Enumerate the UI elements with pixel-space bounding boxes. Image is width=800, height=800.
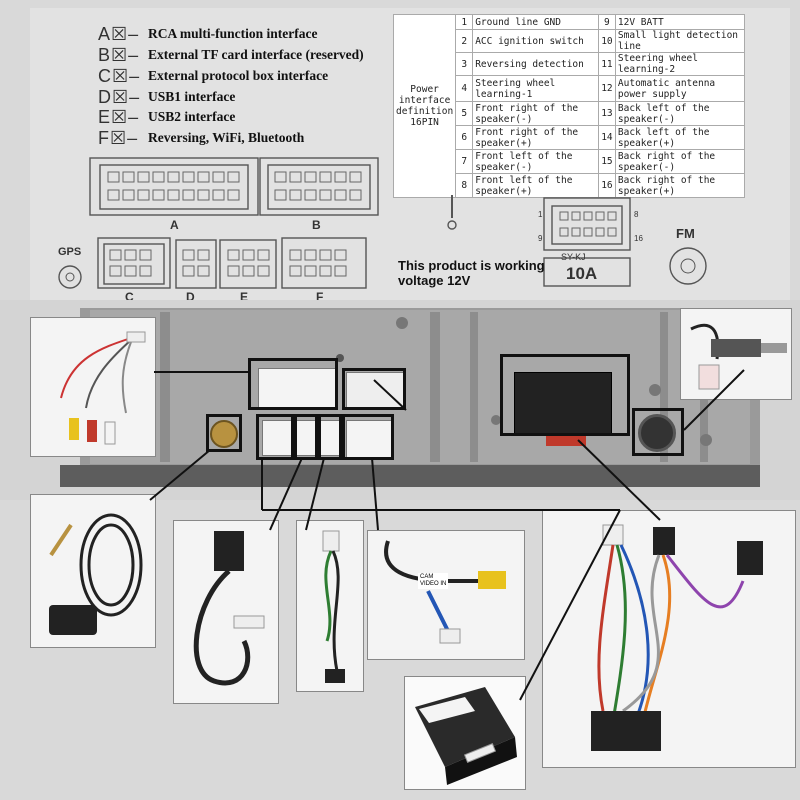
connector-b-label: B bbox=[312, 218, 321, 232]
pin-1-label: 1 bbox=[538, 210, 543, 219]
port-f bbox=[346, 420, 394, 458]
connector-a-outline bbox=[89, 157, 259, 216]
photo-protocol-box bbox=[404, 676, 526, 790]
marker-box-a bbox=[248, 358, 338, 410]
marker-box-fm bbox=[632, 408, 684, 456]
marker-box-b bbox=[342, 368, 406, 410]
legend-item-a: A☒– RCA multi-function interface bbox=[98, 23, 318, 44]
legend-item-b: B☒– External TF card interface (reserved… bbox=[98, 44, 364, 65]
marker-box-gps bbox=[206, 414, 242, 452]
fuse bbox=[546, 436, 586, 446]
marker-box-d bbox=[294, 414, 318, 460]
box-x-icon: ☒– bbox=[111, 23, 140, 44]
connector-c-outline bbox=[97, 237, 171, 289]
legend-item-d: D☒– USB1 interface bbox=[98, 86, 236, 107]
box-x-icon: ☒– bbox=[110, 127, 139, 148]
connector-a-label: A bbox=[170, 218, 179, 232]
legend-text: External TF card interface (reserved) bbox=[148, 47, 364, 62]
box-x-icon: ☒– bbox=[112, 86, 141, 107]
legend-text: USB2 interface bbox=[148, 109, 236, 124]
connector-f-label: F bbox=[316, 290, 324, 304]
box-x-icon: ☒– bbox=[112, 65, 141, 86]
photo-usb-cable bbox=[296, 520, 364, 692]
pin-8-label: 8 bbox=[634, 210, 639, 219]
power-connector-outline bbox=[543, 197, 631, 251]
legend-item-f: F☒– Reversing, WiFi, Bluetooth bbox=[98, 127, 305, 148]
box-x-icon: ☒– bbox=[111, 106, 140, 127]
connector-f-outline bbox=[281, 237, 367, 289]
power-connector-rating: 10A bbox=[566, 264, 598, 283]
legend-item-c: C☒– External protocol box interface bbox=[98, 65, 329, 86]
gps-port bbox=[210, 420, 238, 448]
gps-label: GPS bbox=[58, 246, 82, 258]
photo-power-harness bbox=[542, 510, 796, 768]
connector-d-outline bbox=[175, 239, 217, 289]
fm-port-outline bbox=[669, 247, 707, 285]
marker-box-e bbox=[318, 414, 342, 460]
marker-box-power bbox=[500, 354, 630, 436]
legend-item-e: E☒– USB2 interface bbox=[98, 106, 236, 127]
photo-gps-antenna bbox=[30, 494, 156, 648]
connector-c-label: C bbox=[125, 290, 134, 304]
legend-text: USB1 interface bbox=[148, 89, 236, 104]
power-port bbox=[514, 372, 612, 434]
marker-box-f bbox=[342, 414, 394, 460]
legend-text: RCA multi-function interface bbox=[148, 26, 318, 41]
box-x-icon: ☒– bbox=[111, 44, 140, 65]
fm-label: FM bbox=[676, 226, 695, 241]
photo-camera-cable: CAM VIDEO IN bbox=[367, 530, 525, 660]
camera-cable-tag: CAM VIDEO IN bbox=[418, 573, 449, 589]
connector-e-label: E bbox=[240, 290, 249, 304]
marker-box-c bbox=[256, 414, 294, 460]
photo-rca-cable bbox=[30, 317, 156, 457]
connector-d-label: D bbox=[186, 290, 195, 304]
power-table-title: Power interface definition 16PIN bbox=[392, 14, 457, 198]
pin-9-label: 9 bbox=[538, 234, 543, 243]
pin-16-label: 16 bbox=[634, 234, 643, 243]
power-connector-model: SY-KJ bbox=[561, 252, 586, 262]
legend-text: External protocol box interface bbox=[148, 68, 329, 83]
photo-fm-adapter bbox=[680, 308, 792, 400]
connector-outlines bbox=[58, 157, 707, 289]
working-voltage-note: This product is working voltage 12V bbox=[398, 258, 545, 288]
photo-protocol-cable bbox=[173, 520, 279, 704]
connector-b-outline bbox=[259, 157, 379, 216]
connector-e-outline bbox=[219, 239, 277, 289]
legend-text: Reversing, WiFi, Bluetooth bbox=[148, 130, 305, 145]
gps-port-outline bbox=[58, 265, 82, 289]
